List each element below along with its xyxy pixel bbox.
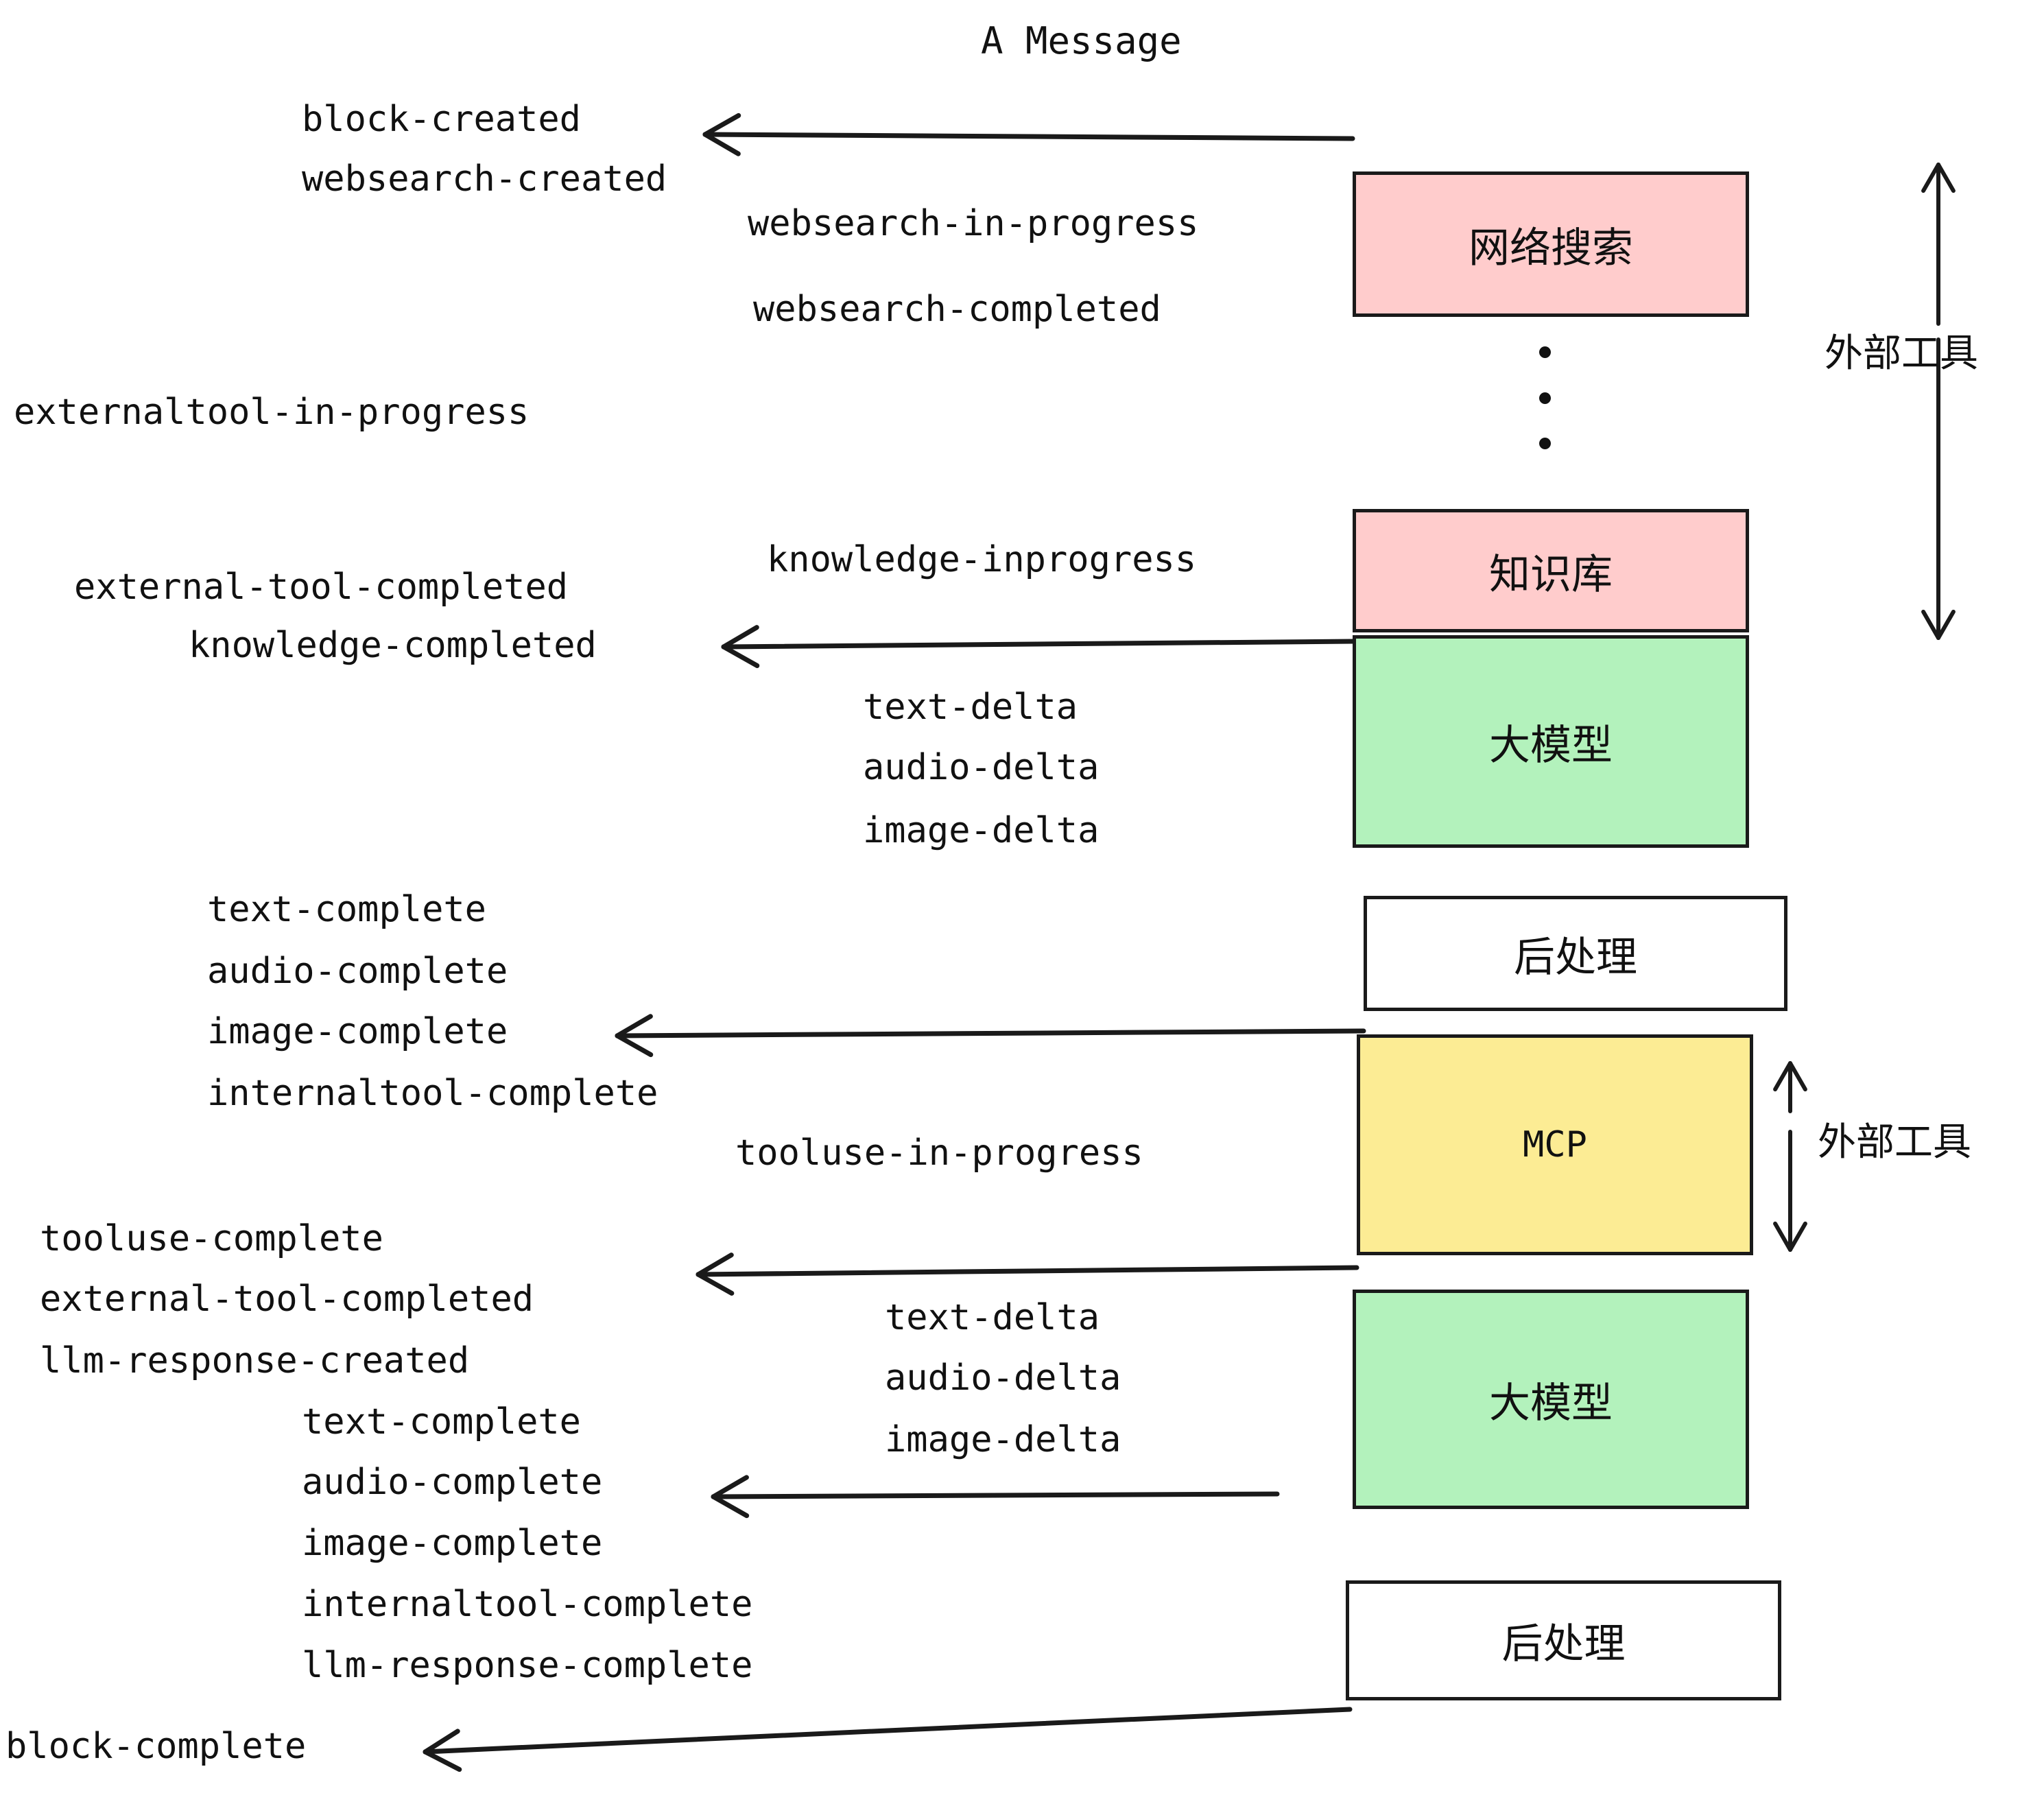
node-postprocess-2[interactable]: 后处理: [1346, 1580, 1781, 1700]
event-label-knowledge-inprogress: knowledge-inprogress: [767, 539, 1197, 580]
arrow-audio-complete: [711, 1475, 1280, 1519]
arrow-block-created: [702, 112, 1355, 156]
event-label-text-delta-1: text-delta: [863, 687, 1078, 728]
event-label-text-complete-2: text-complete: [302, 1401, 581, 1443]
event-label-tooluse-complete: tooluse-complete: [40, 1218, 383, 1259]
event-label-internaltool-complete-2: internaltool-complete: [302, 1584, 753, 1625]
event-label-audio-delta-2: audio-delta: [885, 1357, 1121, 1399]
event-label-knowledge-completed: knowledge-completed: [189, 625, 597, 666]
arrow-block-complete: [423, 1707, 1353, 1772]
event-label-image-delta-2: image-delta: [885, 1419, 1121, 1460]
arrow-image-complete: [615, 1014, 1366, 1058]
event-label-audio-complete-1: audio-complete: [207, 951, 508, 992]
event-label-text-delta-2: text-delta: [885, 1297, 1100, 1338]
event-label-block-complete: block-complete: [5, 1726, 307, 1767]
node-llm-1[interactable]: 大模型: [1353, 635, 1749, 848]
event-label-websearch-completed: websearch-completed: [753, 289, 1161, 330]
event-label-image-complete-1: image-complete: [207, 1011, 508, 1052]
bracket-external-tool-top-up: [1921, 163, 1956, 326]
arrow-knowledge-completed: [721, 625, 1355, 668]
diagram-title: A Message: [981, 19, 1182, 62]
node-mcp[interactable]: MCP: [1357, 1034, 1753, 1255]
event-label-text-complete-1: text-complete: [207, 889, 486, 930]
event-label-block-created: block-created: [302, 99, 581, 140]
event-label-external-tool-completed-2: external-tool-completed: [40, 1279, 534, 1320]
bracket-external-tool-bottom-down: [1773, 1130, 1807, 1252]
event-label-tooluse-in-progress: tooluse-in-progress: [735, 1132, 1143, 1174]
bracket-external-tool-top-down: [1921, 337, 1956, 640]
bracket-external-tool-bottom-up: [1773, 1061, 1807, 1113]
event-label-image-delta-1: image-delta: [863, 810, 1100, 851]
vertical-ellipsis-icon: [1539, 346, 1551, 449]
ellipsis-dot: [1539, 438, 1551, 449]
event-label-audio-complete-2: audio-complete: [302, 1462, 603, 1503]
event-label-llm-response-complete: llm-response-complete: [302, 1645, 753, 1686]
event-label-externaltool-in-progress: externaltool-in-progress: [14, 392, 530, 433]
event-label-audio-delta-1: audio-delta: [863, 747, 1100, 788]
event-label-llm-response-created: llm-response-created: [40, 1340, 470, 1381]
event-label-internaltool-complete-1: internaltool-complete: [207, 1073, 658, 1114]
node-llm-2[interactable]: 大模型: [1353, 1290, 1749, 1509]
node-postprocess-1[interactable]: 后处理: [1364, 896, 1787, 1011]
event-label-image-complete-2: image-complete: [302, 1523, 603, 1564]
node-websearch[interactable]: 网络搜索: [1353, 171, 1749, 317]
event-label-websearch-created: websearch-created: [302, 158, 667, 200]
ellipsis-dot: [1539, 392, 1551, 404]
side-label-external-tool-top: 外部工具: [1825, 331, 1978, 376]
event-label-external-tool-completed-1: external-tool-completed: [74, 567, 569, 608]
arrow-tooluse-complete: [696, 1253, 1359, 1296]
node-knowledge[interactable]: 知识库: [1353, 509, 1749, 632]
side-label-external-tool-bottom: 外部工具: [1818, 1120, 1971, 1165]
event-label-websearch-in-progress: websearch-in-progress: [748, 203, 1199, 244]
ellipsis-dot: [1539, 346, 1551, 358]
